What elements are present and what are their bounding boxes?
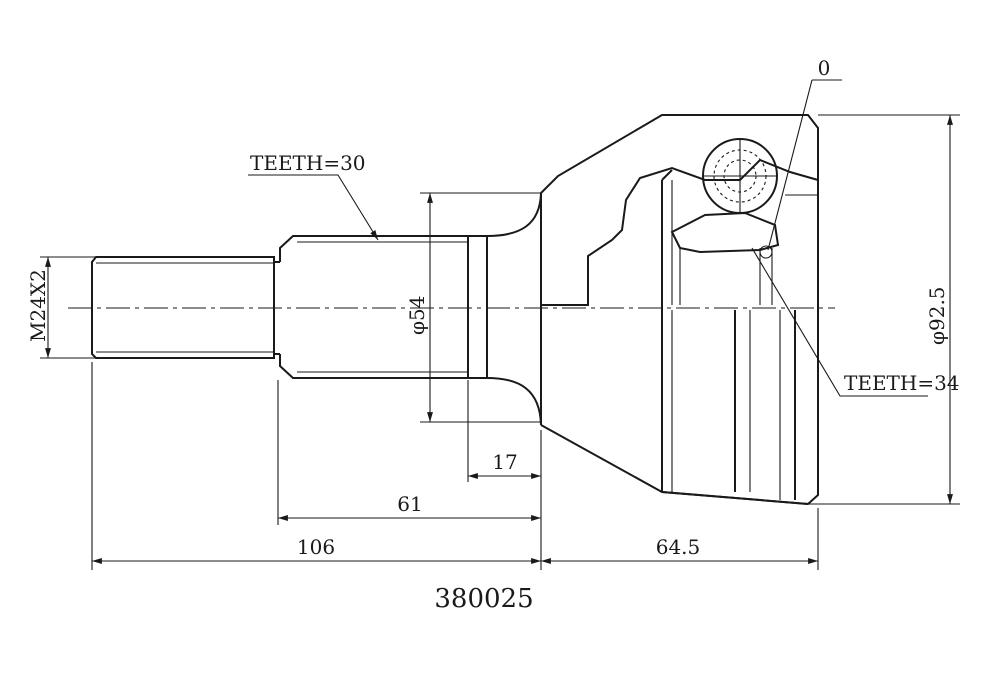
leader-lines [248, 79, 928, 397]
spline-shaft [279, 235, 488, 379]
thread-dimension-label: M24X2 [26, 269, 50, 342]
outer-bell-housing [540, 114, 819, 506]
outer-diameter-label: φ92.5 [925, 286, 949, 345]
part-number: 380025 [434, 584, 533, 614]
dimension-lines [45, 115, 953, 564]
teeth-shaft-label: TEETH=30 [250, 151, 366, 175]
teeth-bore-label: TEETH=34 [844, 371, 960, 395]
spline-diameter-label: φ54 [405, 296, 429, 335]
ball [702, 138, 778, 214]
dimension-17-label: 17 [492, 450, 517, 474]
shaft-collar [486, 192, 542, 426]
dimension-61-label: 61 [397, 492, 422, 516]
hatched-section [540, 114, 819, 306]
dimension-64-5-label: 64.5 [656, 535, 701, 559]
zero-callout-label: 0 [818, 56, 831, 80]
extension-lines [40, 114, 960, 570]
dimension-106-label: 106 [297, 535, 335, 559]
